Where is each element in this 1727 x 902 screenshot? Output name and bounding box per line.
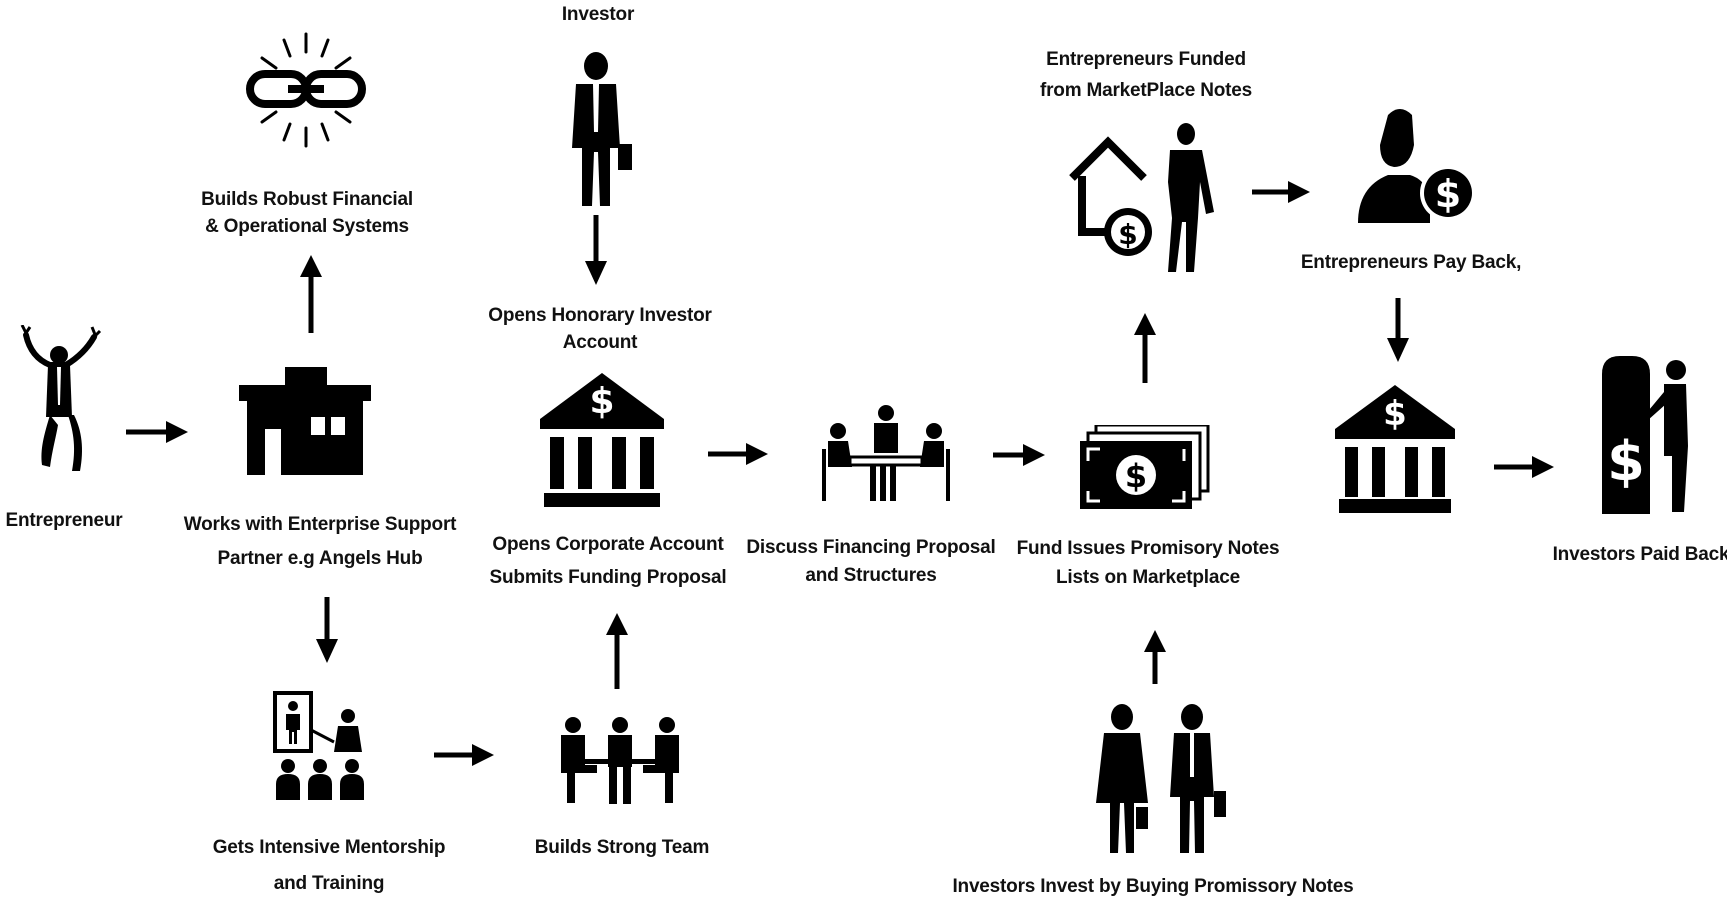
team-meeting-icon — [561, 717, 679, 804]
label-mentorship: Gets Intensive Mentorship and Training — [212, 837, 446, 894]
label-strong-team: Builds Strong Team — [534, 837, 710, 858]
arrow-discuss-to-fund — [993, 444, 1045, 466]
investors-couple-icon — [1096, 704, 1226, 853]
bank-dollar-icon: $ — [540, 373, 664, 507]
arrow-mentorship-to-team — [434, 744, 494, 766]
label-entrepreneur: Entrepreneur — [5, 510, 123, 531]
label-entrepreneurs-funded: Entrepreneurs Funded from MarketPlace No… — [1039, 49, 1253, 101]
label-discuss-financing: Discuss Financing Proposal and Structure… — [746, 537, 996, 586]
training-presentation-icon — [273, 691, 364, 800]
arrow-funded-to-payback — [1252, 181, 1310, 203]
arrow-support-to-mentorship — [316, 597, 338, 663]
arrow-bank-to-paid-back — [1494, 456, 1554, 478]
chain-link-icon — [246, 32, 366, 148]
arrow-investors-to-fund — [1144, 630, 1166, 684]
arrow-bank-to-discuss — [708, 443, 768, 465]
house-dollar-businessman-icon: $ — [1069, 123, 1214, 272]
jumping-businessman-icon — [20, 325, 102, 471]
label-investors-invest: Investors Invest by Buying Promissory No… — [952, 876, 1354, 897]
cash-stack-icon: $ — [1080, 425, 1210, 509]
bank-dollar-icon-right: $ — [1335, 385, 1455, 513]
arrow-payback-to-bank — [1387, 298, 1409, 362]
label-honorary-account: Opens Honorary Investor Account — [488, 305, 712, 353]
label-robust-systems: Builds Robust Financial & Operational Sy… — [201, 189, 413, 237]
label-entrepreneurs-payback: Entrepreneurs Pay Back, — [1300, 252, 1522, 273]
meeting-table-icon — [822, 405, 950, 501]
office-building-icon — [239, 367, 371, 475]
arrow-investor-to-honorary — [585, 215, 607, 285]
investor-businessman-icon — [572, 52, 632, 206]
svg-text:$: $ — [1607, 430, 1645, 493]
svg-text:$: $ — [1435, 172, 1461, 216]
svg-text:$: $ — [589, 381, 614, 422]
label-enterprise-support: Works with Enterprise Support Partner e.… — [183, 514, 457, 569]
svg-text:$: $ — [1118, 218, 1137, 251]
arrow-team-to-corporate — [606, 613, 628, 689]
arrow-entrepreneur-to-support — [126, 421, 188, 443]
arrow-support-to-systems — [300, 255, 322, 333]
label-corporate-account: Opens Corporate Account Submits Funding … — [489, 534, 727, 588]
svg-text:$: $ — [1383, 394, 1407, 434]
arrow-fund-to-funded — [1134, 313, 1156, 383]
label-fund-issues: Fund Issues Promisory Notes Lists on Mar… — [1016, 538, 1280, 588]
person-dollar-icon: $ — [1358, 109, 1476, 223]
atm-person-icon: $ — [1602, 356, 1688, 514]
svg-text:$: $ — [1125, 457, 1147, 495]
label-investors-paid-back: Investors Paid Back — [1552, 544, 1727, 565]
label-investor: Investor — [561, 4, 635, 25]
